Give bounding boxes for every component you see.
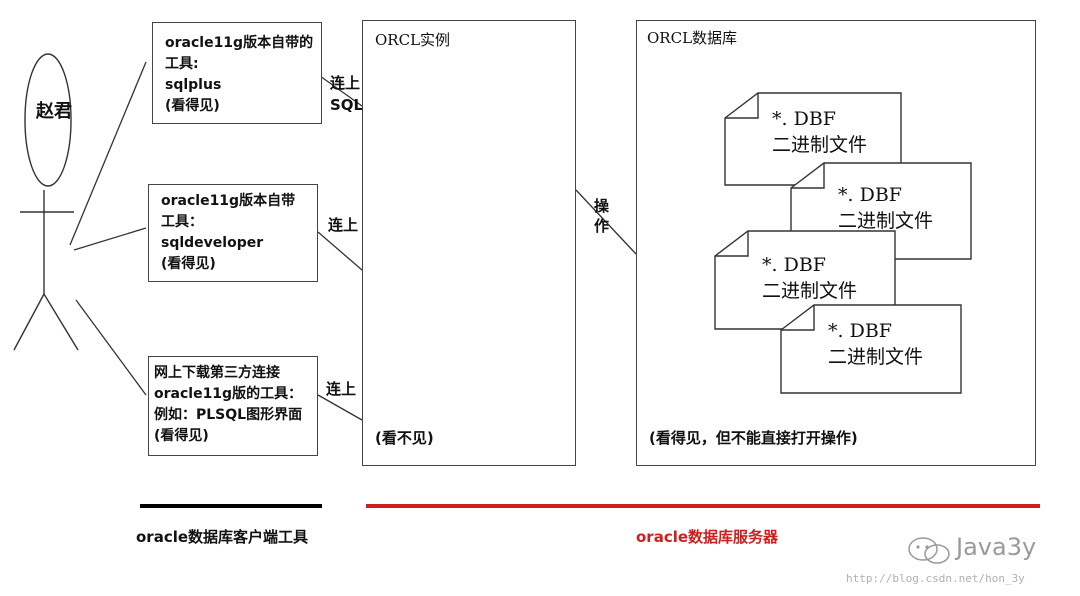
client2-text: oracle11g版本自带 工具： sqldeveloper (看得见) [161,193,296,272]
instance-title: ORCL实例 [375,31,451,49]
connect-label-2: 连上 [328,216,359,234]
dbf-file-2-text: *. DBF 二进制文件 [838,184,934,232]
person-to-client2 [73,227,147,251]
dbf-file-3-text: *. DBF 二进制文件 [762,254,858,302]
client2-to-instance [317,231,363,271]
client1-text: oracle11g版本自带的 工具: sqlplus (看得见) [165,35,314,114]
person-to-client1 [69,61,147,246]
client1-to-instance [319,75,363,107]
instance-to-database [575,189,637,255]
client-tool-sqlplus: oracle11g版本自带的 工具: sqlplus (看得见) [152,22,322,124]
file-icon [780,304,962,394]
dbf-file-4: *. DBF 二进制文件 [780,304,962,394]
client-tool-plsql: 网上下载第三方连接 oracle11g版的工具： 例如：PLSQL图形界面 (看… [148,356,318,456]
file-icon [724,92,902,186]
watermark-url: http://blog.csdn.net/hon_3y [846,572,1025,585]
person-leg-right [43,293,79,351]
orcl-instance: ORCL实例 (看不见) [362,20,576,466]
operate-label: 操 作 [594,197,610,235]
person-to-client3 [75,299,147,396]
client-tools-label: oracle数据库客户端工具 [136,528,309,546]
person-name: 赵君 [36,101,72,122]
client3-text: 网上下载第三方连接 oracle11g版的工具： 例如：PLSQL图形界面 (看… [154,365,303,444]
server-label: oracle数据库服务器 [636,528,779,546]
connect-label-1: 连上 [330,74,361,92]
watermark-brand: Java3y [956,533,1037,561]
database-title: ORCL数据库 [647,29,738,47]
connect-label-3: 连上 [326,380,357,398]
client3-to-instance [317,394,363,421]
dbf-file-1: *. DBF 二进制文件 [724,92,902,186]
instance-note: (看不见) [375,429,434,447]
database-note: (看得见，但不能直接打开操作) [649,429,858,447]
person-head [24,53,72,187]
person-leg-left [13,293,45,351]
dbf-file-4-text: *. DBF 二进制文件 [828,320,924,368]
wechat-icon [906,536,954,566]
dbf-file-1-text: *. DBF 二进制文件 [772,108,868,156]
client-tool-sqldeveloper: oracle11g版本自带 工具： sqldeveloper (看得见) [148,184,318,282]
